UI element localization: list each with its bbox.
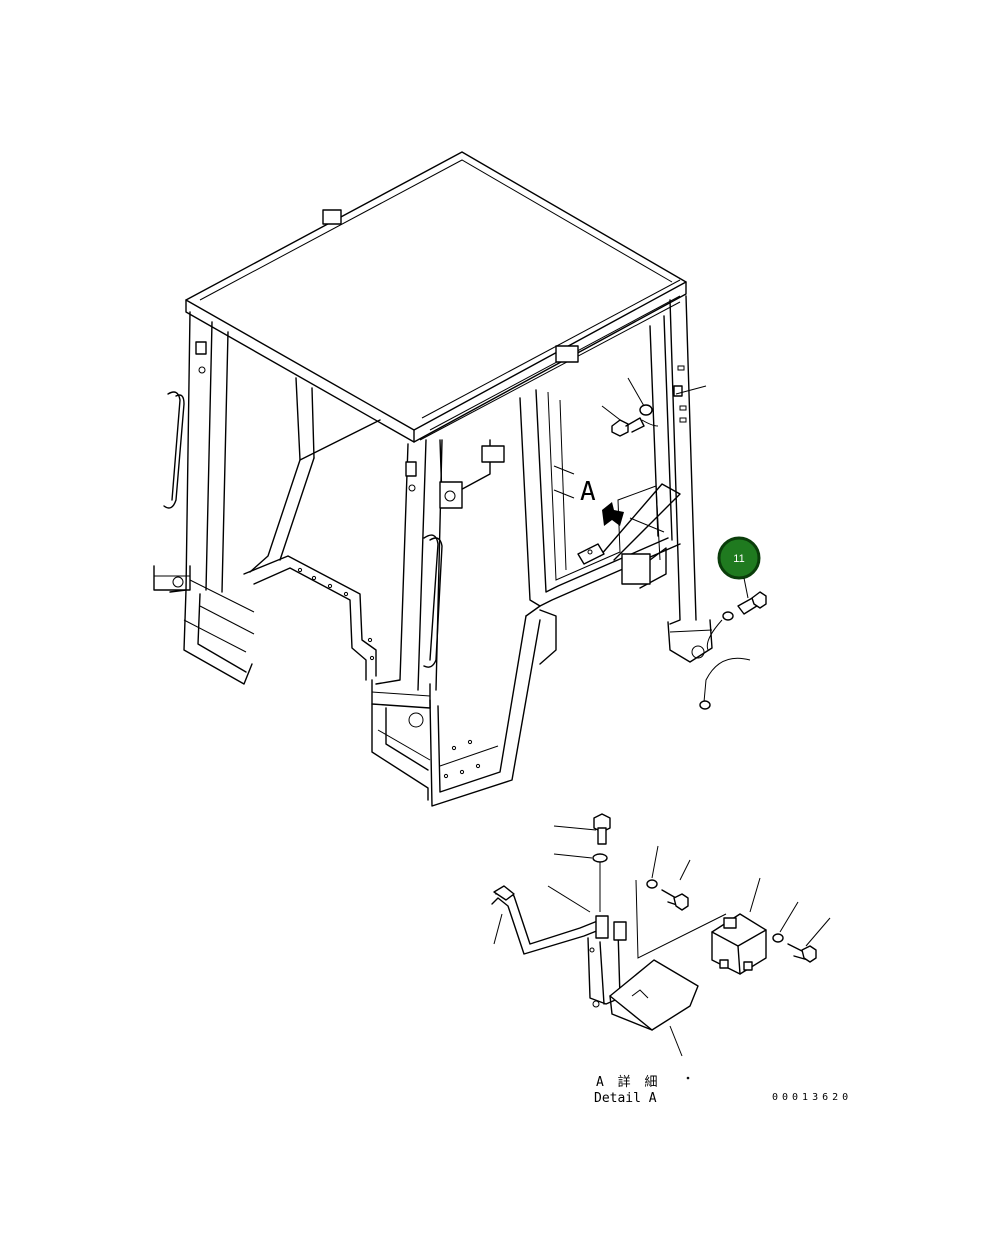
part-11-badge[interactable] bbox=[717, 536, 761, 580]
cab-front-window-frame bbox=[519, 315, 681, 665]
part-11-number: 11 bbox=[733, 553, 744, 565]
view-a-indicator: A bbox=[553, 465, 624, 526]
cab-roof bbox=[185, 151, 687, 443]
part-11-callout: 11 bbox=[699, 536, 767, 710]
cab-left-posts bbox=[153, 311, 255, 685]
detail-a-assembly bbox=[491, 813, 831, 1057]
view-a-label: A bbox=[580, 477, 596, 507]
cab-front-left-post bbox=[371, 439, 541, 807]
cab-front-right-post bbox=[667, 295, 713, 663]
view-a-arrow bbox=[602, 502, 624, 526]
upper-bolt-group bbox=[601, 377, 707, 437]
detail-labels: A 詳 細 Detail A 00013620 bbox=[594, 1074, 852, 1106]
drawing-number: 00013620 bbox=[772, 1092, 852, 1103]
cab-rear-frame bbox=[243, 377, 505, 681]
detail-label-en: Detail A bbox=[594, 1091, 657, 1106]
detail-label-jp: A 詳 細 bbox=[596, 1074, 660, 1090]
